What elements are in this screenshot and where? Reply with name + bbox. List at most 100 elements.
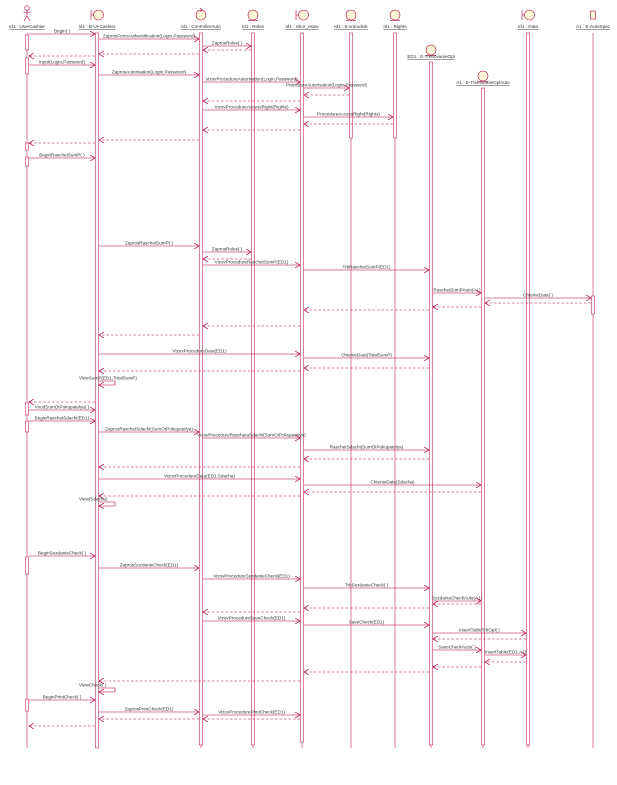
message-label: ViewSumP(ED1,TotalSumP): [79, 376, 137, 381]
activation-bar: [25, 142, 29, 151]
message-label: BeginPrintCheck( ): [43, 695, 82, 700]
participant-label: Id1 : Sbor_essw: [286, 24, 320, 29]
message: ChtenieData(Sdacha): [304, 480, 481, 486]
entity-icon: [345, 9, 357, 21]
activation-bar: [251, 32, 255, 746]
message-label: TrbRaschetSumP(ED1): [342, 265, 391, 270]
message-label: VizovProcedurePrintCheck(ED1): [218, 710, 285, 715]
message: ViewCheck( ): [79, 683, 116, 693]
message: RaschetSdachi(SumOtPokupatelya): [304, 445, 429, 451]
message-label: VizovProcedureRaschetaSdachi(SumOtPokupa…: [197, 433, 306, 438]
activation-bar: [25, 556, 29, 575]
control-icon: [195, 7, 207, 21]
message: Input(Login,Password): [29, 60, 95, 66]
message-label: ChtenieData( ): [523, 293, 553, 298]
message: Begin( ): [29, 29, 95, 35]
message-label: ZaprosSozdanieCheck(ED1): [120, 563, 179, 568]
participant-label: Id1 : E-sotrudnik: [334, 24, 368, 29]
message-label: VizovProcedureData(ED1,Sdacha): [164, 474, 235, 479]
message: TrbSozdanieCheck( ): [304, 583, 429, 589]
message-label: RaschetSumPAuto(A1): [433, 288, 481, 293]
message-label: Input(Login,Password): [39, 60, 85, 65]
message: TrbRaschetSumP(ED1): [304, 265, 429, 271]
message-label: ChtenieData(Sdacha): [370, 480, 415, 485]
entity-icon: [247, 9, 259, 21]
participant-label: A1 : E-AutoSpec: [576, 24, 611, 29]
participant-label: Id1 : Roles: [242, 24, 265, 29]
message-label: BeginSozdanieCheck( ): [38, 551, 87, 556]
message: ZaprosRaschetSdachi(SumOtPokupatelya): [99, 427, 199, 433]
message: ZaprosSozdanieCheck(ED1): [99, 563, 199, 569]
participant-p5: Id1 : E-sotrudnik: [334, 9, 368, 748]
participant-p6: Id1 : Rights: [383, 9, 407, 748]
activation-bar: [199, 32, 203, 746]
message-label: InsertTable(ED1,A1): [485, 650, 527, 655]
message-label: SozdanieCheckAuto(A1): [432, 596, 483, 601]
message: ZaprosAutorisation(Login,Password): [99, 70, 199, 76]
participant-label: Id1 : UserCashier: [9, 24, 45, 29]
message-label: ZaprosRaschetSdachi(SumOtPokupatelya): [105, 427, 193, 432]
activation-bar: [591, 295, 595, 315]
message-label: BeginRaschetSdachi(ED1): [35, 416, 90, 421]
boundary-icon: [90, 9, 104, 21]
activation-bar: [300, 32, 304, 743]
activation-bar: [25, 698, 29, 712]
message: RaschetSumPAuto(A1): [433, 288, 481, 294]
participant-label: Id1 : Data: [518, 24, 538, 29]
message-label: TrbSozdanieCheck( ): [345, 583, 389, 588]
participant-label: Id1 : ControllerAuto: [181, 24, 221, 29]
activation-bar: [481, 87, 485, 746]
message-label: InsertTableTrbOpl( ): [459, 628, 500, 633]
participant-p10: A1 : E-AutoSpec: [576, 10, 611, 748]
message-label: ProcedureAutorisation(Login,Password): [286, 83, 368, 88]
activation-bar: [429, 61, 433, 746]
participant-label: Id1 : Rights: [383, 24, 407, 29]
message: ChtenieData(TotalSumP): [304, 353, 429, 359]
message: ViewSumP(ED1,TotalSumP): [79, 376, 137, 386]
boundary-icon: [521, 9, 535, 21]
message-label: ZaprosAutorisation(Login,Password): [112, 70, 187, 75]
activation-bar: [25, 34, 29, 51]
message: VizovProcedureSozdanieCheck(ED1): [203, 574, 300, 580]
message-label: ZaprosFormAuthentification(Login,Passwor…: [103, 34, 196, 39]
message: VizovProcedureAccessRight(Rights): [203, 105, 300, 111]
message: ZaprosRoles( ): [203, 41, 251, 47]
activation-bar: [393, 32, 397, 139]
message-label: BeginRaschetSumP( ): [39, 153, 85, 158]
message-label: VizovProcedureData(ED1): [172, 349, 227, 354]
boundary-icon: [295, 9, 309, 21]
message: VizovProcedureData(ED1,Sdacha): [99, 474, 300, 480]
message-label: SaveCheck(ED1): [349, 620, 385, 625]
message-label: VizovProcedureAutorisation(Login,Passwor…: [205, 77, 298, 82]
message: SaveCheckAuto( ): [433, 645, 481, 651]
message-label: VvodSumOtPokupatelya( ): [35, 405, 90, 410]
message: ZaprosRaschetSumP( ): [99, 241, 199, 247]
message: InsertTable(ED1,A1): [485, 650, 527, 656]
participant-label: A1 : E-TrebovanieOplAuto: [456, 80, 510, 85]
message: InsertTableTrbOpl( ): [433, 628, 526, 634]
message-label: SaveCheckAuto( ): [438, 645, 476, 650]
message: VizovProcedureData(ED1): [99, 349, 300, 355]
message-label: ZaprosPrintCheck(ED1): [125, 707, 174, 712]
message-label: RaschetSdachi(SumOtPokupatelya): [330, 445, 404, 450]
message: ProcedureAutorisation(Login,Password): [286, 83, 368, 89]
message-label: ProcedureAccessRight(Rights): [317, 112, 380, 117]
message: View(Sdacha): [79, 497, 116, 507]
activation-bar: [95, 32, 99, 749]
message-label: ViewCheck( ): [79, 683, 107, 688]
message: BeginRaschetSumP( ): [29, 153, 95, 159]
message: VizovProcedurePrintCheck(ED1): [203, 710, 300, 716]
message: VvodSumOtPokupatelya( ): [29, 405, 95, 411]
message-label: ChtenieData(TotalSumP): [341, 353, 392, 358]
message: ZaprosFormAuthentification(Login,Passwor…: [99, 34, 199, 40]
message: ProcedureAccessRight(Rights): [304, 112, 393, 118]
message: BeginPrintCheck( ): [29, 695, 95, 701]
participant-label: Id1 : B-UI-Cashier: [79, 24, 116, 29]
message: BeginSozdanieCheck( ): [29, 551, 95, 557]
activation-bar: [25, 156, 29, 167]
entity-icon: [425, 44, 437, 56]
message: BeginRaschetSdachi(ED1): [29, 416, 95, 422]
message-label: View(Sdacha): [79, 497, 108, 502]
activation-bar: [25, 420, 29, 433]
